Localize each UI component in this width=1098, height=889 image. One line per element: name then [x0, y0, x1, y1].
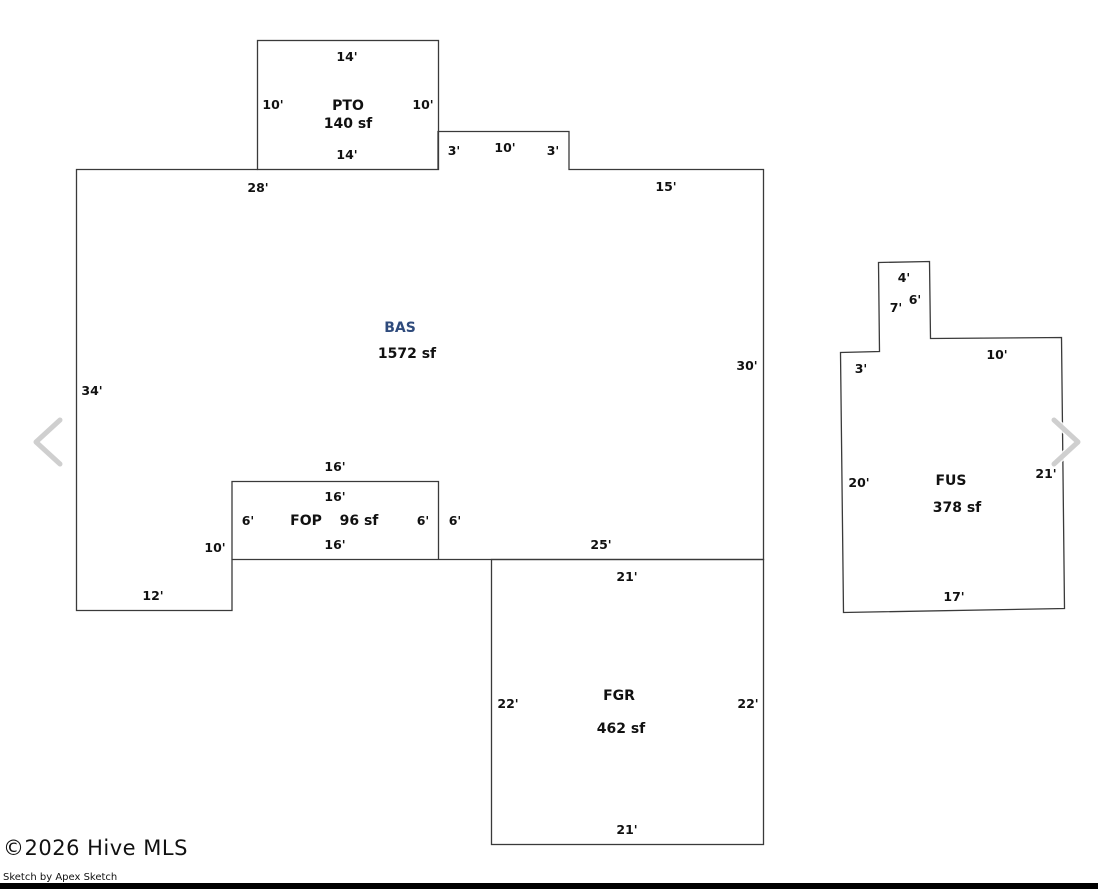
fgr-outline — [490, 558, 765, 846]
fgr-left-dim: 22' — [497, 696, 518, 711]
fus-bottom-dim: 17' — [943, 589, 964, 604]
fus-outline — [839, 260, 1066, 614]
room-fus: 4' 6' 7' 10' 3' 21' FUS 20' 378 sf 17' — [839, 260, 1066, 614]
fus-code: FUS — [935, 473, 966, 489]
copyright-watermark: ©2026 Hive MLS — [3, 836, 188, 860]
bas-code: BAS — [384, 320, 416, 336]
pto-area: 140 sf — [324, 116, 373, 132]
fus-top-left-dim: 3' — [855, 361, 868, 376]
pto-left-dim: 10' — [262, 97, 283, 112]
fus-bump-right-dim: 6' — [909, 292, 922, 307]
fop-bottom-dim: 16' — [324, 537, 345, 552]
fop-outline — [231, 480, 440, 560]
fop-top-outer-dim: 16' — [324, 459, 345, 474]
footer-bar — [0, 883, 1098, 889]
room-bas: 28' 3' 10' 3' 15' BAS 1572 sf 30' 34' 25… — [75, 130, 765, 612]
bas-left-dim: 34' — [81, 383, 102, 398]
fgr-area: 462 sf — [597, 721, 646, 737]
fgr-code: FGR — [603, 688, 635, 704]
bas-notch-dim: 10' — [204, 540, 225, 555]
room-fop: 16' 16' 6' FOP 96 sf 6' 6' 16' — [231, 459, 462, 560]
previous-photo-button[interactable] — [24, 412, 74, 472]
bas-area: 1572 sf — [378, 346, 437, 362]
bas-outline — [75, 130, 765, 612]
fus-bump-top-dim: 4' — [898, 270, 911, 285]
pto-top-dim: 14' — [336, 49, 357, 64]
bas-bump-left-dim: 3' — [448, 143, 461, 158]
pto-bottom-dim: 14' — [336, 147, 357, 162]
fop-code: FOP — [290, 513, 322, 529]
chevron-left-icon — [32, 416, 64, 468]
fgr-top-dim: 21' — [616, 569, 637, 584]
fop-area: 96 sf — [340, 513, 380, 529]
fus-area: 378 sf — [933, 500, 982, 516]
fus-left-dim: 20' — [848, 475, 869, 490]
chevron-right-icon — [1050, 416, 1082, 468]
fus-top-right-dim: 10' — [986, 347, 1007, 362]
bas-bottom-right-dim: 25' — [590, 537, 611, 552]
next-photo-button[interactable] — [1040, 412, 1090, 472]
fop-right-inner-dim: 6' — [417, 513, 430, 528]
pto-outline — [256, 39, 440, 171]
room-pto: 14' 10' 10' PTO 140 sf 14' — [256, 39, 440, 171]
fop-right-outer-dim: 6' — [449, 513, 462, 528]
fop-left-dim: 6' — [242, 513, 255, 528]
pto-right-dim: 10' — [412, 97, 433, 112]
bas-top-right-dim: 15' — [655, 179, 676, 194]
fgr-right-dim: 22' — [737, 696, 758, 711]
bas-bump-top-dim: 10' — [494, 140, 515, 155]
room-fgr: 21' FGR 22' 22' 462 sf 21' — [490, 558, 765, 846]
fop-top-inner-dim: 16' — [324, 489, 345, 504]
fus-bump-left-dim: 7' — [890, 300, 903, 315]
bas-top-left-dim: 28' — [247, 180, 268, 195]
bas-bump-right-dim: 3' — [547, 143, 560, 158]
fgr-bottom-dim: 21' — [616, 822, 637, 837]
sketch-credit: Sketch by Apex Sketch — [3, 872, 118, 883]
fus-right-dim: 21' — [1035, 466, 1056, 481]
pto-code: PTO — [332, 98, 364, 114]
bas-bottom-left-dim: 12' — [142, 588, 163, 603]
bas-right-dim: 30' — [736, 358, 757, 373]
